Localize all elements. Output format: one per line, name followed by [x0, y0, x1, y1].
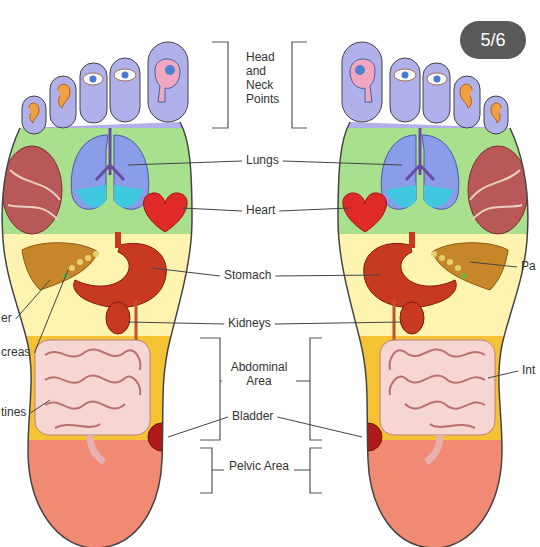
leader-line — [275, 322, 402, 324]
leader-line — [128, 322, 224, 324]
leader-line — [30, 400, 50, 413]
organ-label: Kidneys — [228, 316, 271, 330]
organ-label: Int — [522, 363, 535, 377]
bracket — [310, 338, 322, 440]
leader-line — [182, 208, 242, 211]
organ-label: Head and Neck Points — [246, 50, 286, 106]
page-counter-text: 5/6 — [480, 30, 505, 50]
right-foot — [330, 42, 530, 547]
leader-line — [34, 270, 68, 353]
page-counter-badge: 5/6 — [460, 21, 526, 59]
organ-label: creas — [1, 345, 30, 359]
leader-line — [168, 417, 228, 437]
leader-line — [470, 262, 517, 267]
bracket — [310, 448, 322, 493]
organ-label: Abdominal Area — [226, 360, 292, 388]
bracket — [200, 338, 220, 440]
leader-line — [283, 161, 402, 165]
organ-label: er — [1, 311, 12, 325]
organ-label: Stomach — [224, 268, 271, 282]
organ-label: tines — [1, 405, 26, 419]
leader-line — [152, 268, 220, 276]
leader-line — [277, 417, 362, 437]
leader-line — [275, 275, 380, 276]
leader-line — [220, 381, 222, 382]
leader-line — [296, 381, 310, 382]
organ-label: Lungs — [246, 153, 279, 167]
leader-line — [488, 371, 518, 378]
leader-line — [279, 208, 350, 211]
bracket — [292, 42, 307, 128]
bracket — [212, 42, 228, 128]
bracket — [200, 448, 212, 493]
organ-label: Bladder — [232, 409, 273, 423]
left-foot — [0, 42, 200, 547]
leader-line — [294, 470, 310, 471]
organ-label: Heart — [246, 203, 275, 217]
organ-label: Pelvic Area — [228, 459, 290, 473]
leader-line — [128, 161, 242, 165]
organ-label: Pa — [521, 259, 536, 273]
leader-line — [16, 280, 50, 319]
leader-line — [212, 470, 224, 471]
